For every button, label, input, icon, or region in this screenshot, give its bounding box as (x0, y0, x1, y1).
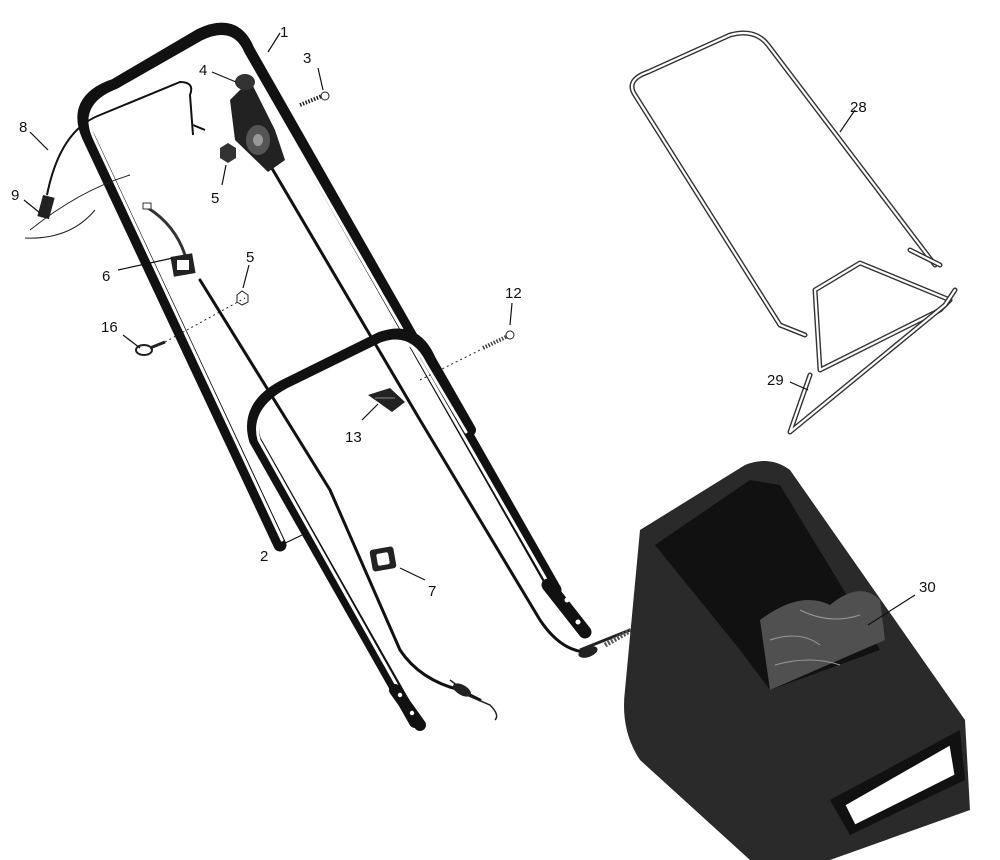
lower-handle (247, 328, 476, 731)
cable-clip (369, 546, 397, 572)
switch-cable (24, 80, 206, 239)
callout-1: 1 (280, 24, 288, 41)
wing-knob (368, 388, 405, 412)
callout-28: 28 (850, 99, 867, 116)
callout-30: 30 (919, 579, 936, 596)
callout-29: 29 (767, 372, 784, 389)
grass-bag (624, 461, 970, 860)
callout-2: 2 (260, 548, 268, 565)
bolt-12 (419, 330, 515, 381)
callout-13: 13 (345, 429, 362, 446)
callout-16: 16 (101, 319, 118, 336)
callout-6: 6 (102, 268, 110, 285)
eye-bolt (135, 297, 246, 356)
callout-12: 12 (505, 285, 522, 302)
callout-5-lower: 5 (246, 249, 254, 266)
callout-4: 4 (199, 62, 207, 79)
callout-8: 8 (19, 119, 27, 136)
bag-frame (629, 30, 958, 435)
callout-3: 3 (303, 50, 311, 67)
cable-guide (142, 202, 196, 277)
control-housing (230, 74, 285, 172)
callout-5-upper: 5 (211, 190, 219, 207)
callout-7: 7 (428, 583, 436, 600)
callout-9: 9 (11, 187, 19, 204)
control-cables (198, 163, 637, 721)
leader-lines (23, 32, 916, 626)
bolt (299, 91, 330, 107)
nut (220, 143, 249, 306)
